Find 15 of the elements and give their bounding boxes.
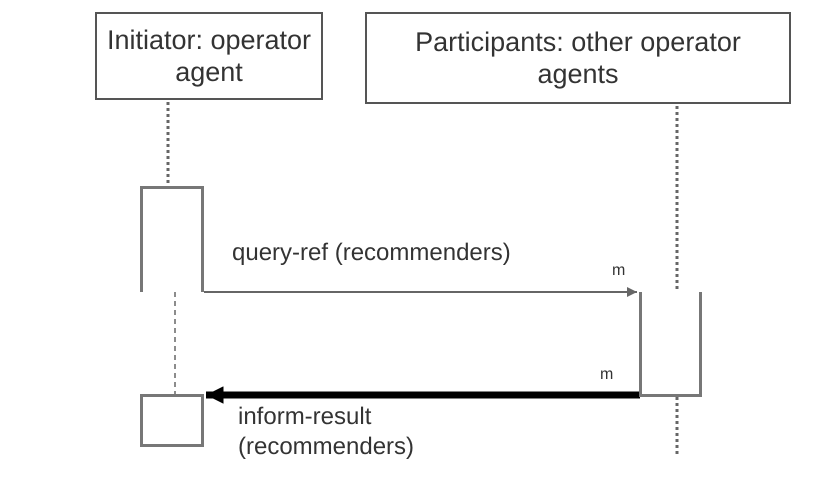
activation-bar [140, 186, 204, 292]
message-arrow [204, 287, 637, 297]
lifeline [166, 102, 170, 186]
multiplicity-label: m [612, 262, 626, 280]
lifeline [676, 397, 678, 455]
actor-label: Initiator: operator agent [106, 24, 312, 88]
activation-bar [140, 394, 204, 447]
message-label: inform-result (recommenders) [238, 402, 416, 462]
lifeline [676, 106, 678, 292]
lifeline [174, 292, 176, 394]
multiplicity-label: m [600, 366, 614, 384]
actor-label: Participants: other operator agents [414, 26, 742, 90]
activation-bar [639, 292, 702, 397]
message-arrow [206, 386, 640, 404]
message-label: query-ref (recommenders) [232, 238, 511, 268]
